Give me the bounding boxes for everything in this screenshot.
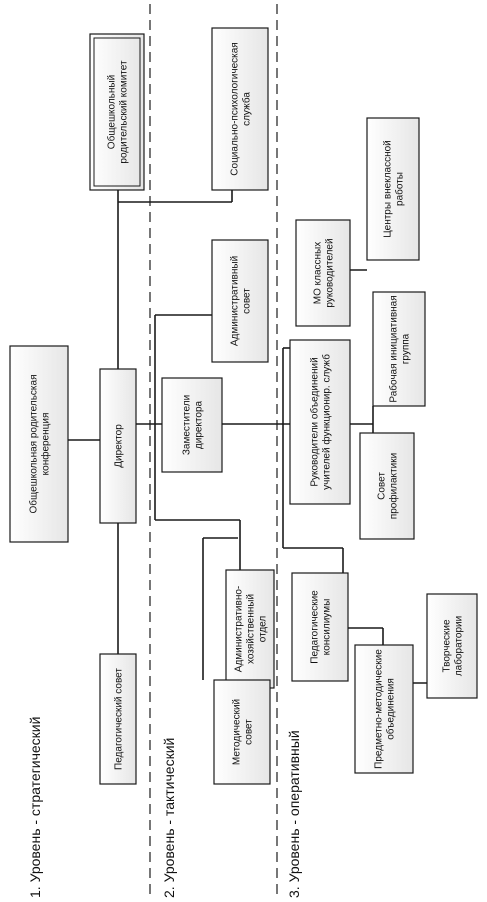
node-extra-centers: Центры внекласснойработы	[366, 117, 420, 261]
node-label-line: МО классных	[313, 242, 324, 304]
node-label-line: работы	[394, 172, 406, 206]
node-method-council: Методическийсовет	[213, 679, 271, 785]
svg-text:Социально-психологическаяслужб: Социально-психологическаяслужба	[230, 42, 253, 175]
level-label-operational: 3. Уровень - оперативный	[286, 730, 302, 898]
svg-text:Директор: Директор	[114, 424, 125, 468]
node-label-line: Общешкольная родительская	[28, 375, 40, 514]
node-ped-consilium: Педагогическиеконсилиумы	[291, 572, 349, 682]
node-heads-assoc: Руководители объединенийучителей функцио…	[289, 339, 351, 505]
node-label-line: Административно-	[234, 586, 245, 672]
node-label-line: Совет	[377, 472, 388, 500]
node-ahd: Административно-хозяйственныйотдел	[225, 569, 275, 689]
svg-text:Предметно-методическиеобъедине: Предметно-методическиеобъединения	[374, 649, 397, 769]
node-label-line: Педагогические	[310, 590, 321, 664]
node-label-line: лаборатории	[453, 616, 465, 676]
node-label-line: руководителей	[325, 238, 336, 307]
node-label-line: Руководители объединений	[309, 357, 321, 486]
svg-text:Заместителидиректора: Заместителидиректора	[182, 395, 205, 455]
node-label-line: Творческие	[442, 619, 453, 673]
node-subject-assoc: Предметно-методическиеобъединения	[354, 644, 414, 774]
svg-text:МО классныхруководителей: МО классныхруководителей	[313, 238, 336, 307]
node-label-line: объединения	[385, 678, 397, 740]
node-label-line: Общешкольный	[106, 75, 118, 149]
node-label-line: Рабочая инициативная	[388, 295, 400, 402]
node-label-line: совет	[242, 288, 253, 314]
node-label-line: Педагогический совет	[114, 668, 125, 770]
node-label-line: Административный	[230, 256, 241, 346]
svg-text:Советпрофилактики: Советпрофилактики	[377, 453, 400, 519]
svg-text:Педагогическиеконсилиумы: Педагогическиеконсилиумы	[310, 590, 333, 664]
node-parent-committee: Общешкольныйродительский комитет	[89, 33, 145, 191]
svg-text:Центры внекласснойработы: Центры внекласснойработы	[383, 140, 406, 238]
node-social-service: Социально-психологическаяслужба	[211, 27, 269, 191]
node-label-line: Предметно-методические	[374, 649, 385, 769]
svg-text:Административно-хозяйственныйо: Административно-хозяйственныйотдел	[234, 586, 269, 672]
node-label-line: отдел	[258, 616, 269, 643]
node-label-line: директора	[194, 400, 205, 449]
svg-text:Методическийсовет: Методическийсовет	[232, 699, 255, 765]
node-creative-labs: Творческиелаборатории	[426, 593, 478, 699]
node-prevention: Советпрофилактики	[359, 432, 415, 540]
node-label-line: хозяйственный	[246, 594, 257, 664]
level-label-tactical: 2. Уровень - тактический	[161, 738, 177, 898]
level-label-strategic: 1. Уровень - стратегический	[27, 717, 43, 898]
svg-text:Руководители объединенийучител: Руководители объединенийучителей функцио…	[309, 354, 333, 490]
node-label-line: совет	[244, 719, 255, 745]
svg-text:Творческиелаборатории: Творческиелаборатории	[442, 616, 465, 676]
node-label-line: родительский комитет	[119, 60, 130, 164]
node-initiative-group: Рабочая инициативнаягруппа	[372, 291, 426, 407]
svg-text:Рабочая инициативнаягруппа: Рабочая инициативнаягруппа	[388, 295, 412, 402]
svg-text:Общешкольныйродительский комит: Общешкольныйродительский комитет	[106, 60, 130, 164]
node-conference: Общешкольная родительскаяконференция	[9, 345, 69, 543]
node-mo-class: МО классныхруководителей	[295, 219, 351, 327]
node-label-line: Социально-психологическая	[230, 42, 241, 175]
node-admin-council: Административныйсовет	[211, 239, 269, 363]
node-label-line: группа	[401, 333, 412, 364]
node-label-line: профилактики	[388, 453, 400, 519]
svg-text:Административныйсовет: Административныйсовет	[230, 256, 253, 346]
node-label-line: консилиумы	[322, 599, 333, 656]
node-label-line: учителей функционир. служб	[321, 354, 333, 490]
connectors	[68, 190, 450, 684]
node-deputies: Заместителидиректора	[161, 377, 223, 473]
svg-text:Общешкольная родительскаяконфе: Общешкольная родительскаяконференция	[28, 375, 52, 514]
svg-text:Педагогический совет: Педагогический совет	[114, 668, 125, 770]
node-label-line: Директор	[114, 424, 125, 468]
node-label-line: служба	[241, 92, 253, 126]
node-label-line: конференция	[40, 413, 52, 476]
node-label-line: Заместители	[182, 395, 193, 455]
node-director: Директор	[99, 368, 137, 524]
node-label-line: Центры внеклассной	[383, 140, 394, 238]
node-label-line: Методический	[232, 699, 243, 765]
node-ped-council: Педагогический совет	[99, 653, 137, 785]
